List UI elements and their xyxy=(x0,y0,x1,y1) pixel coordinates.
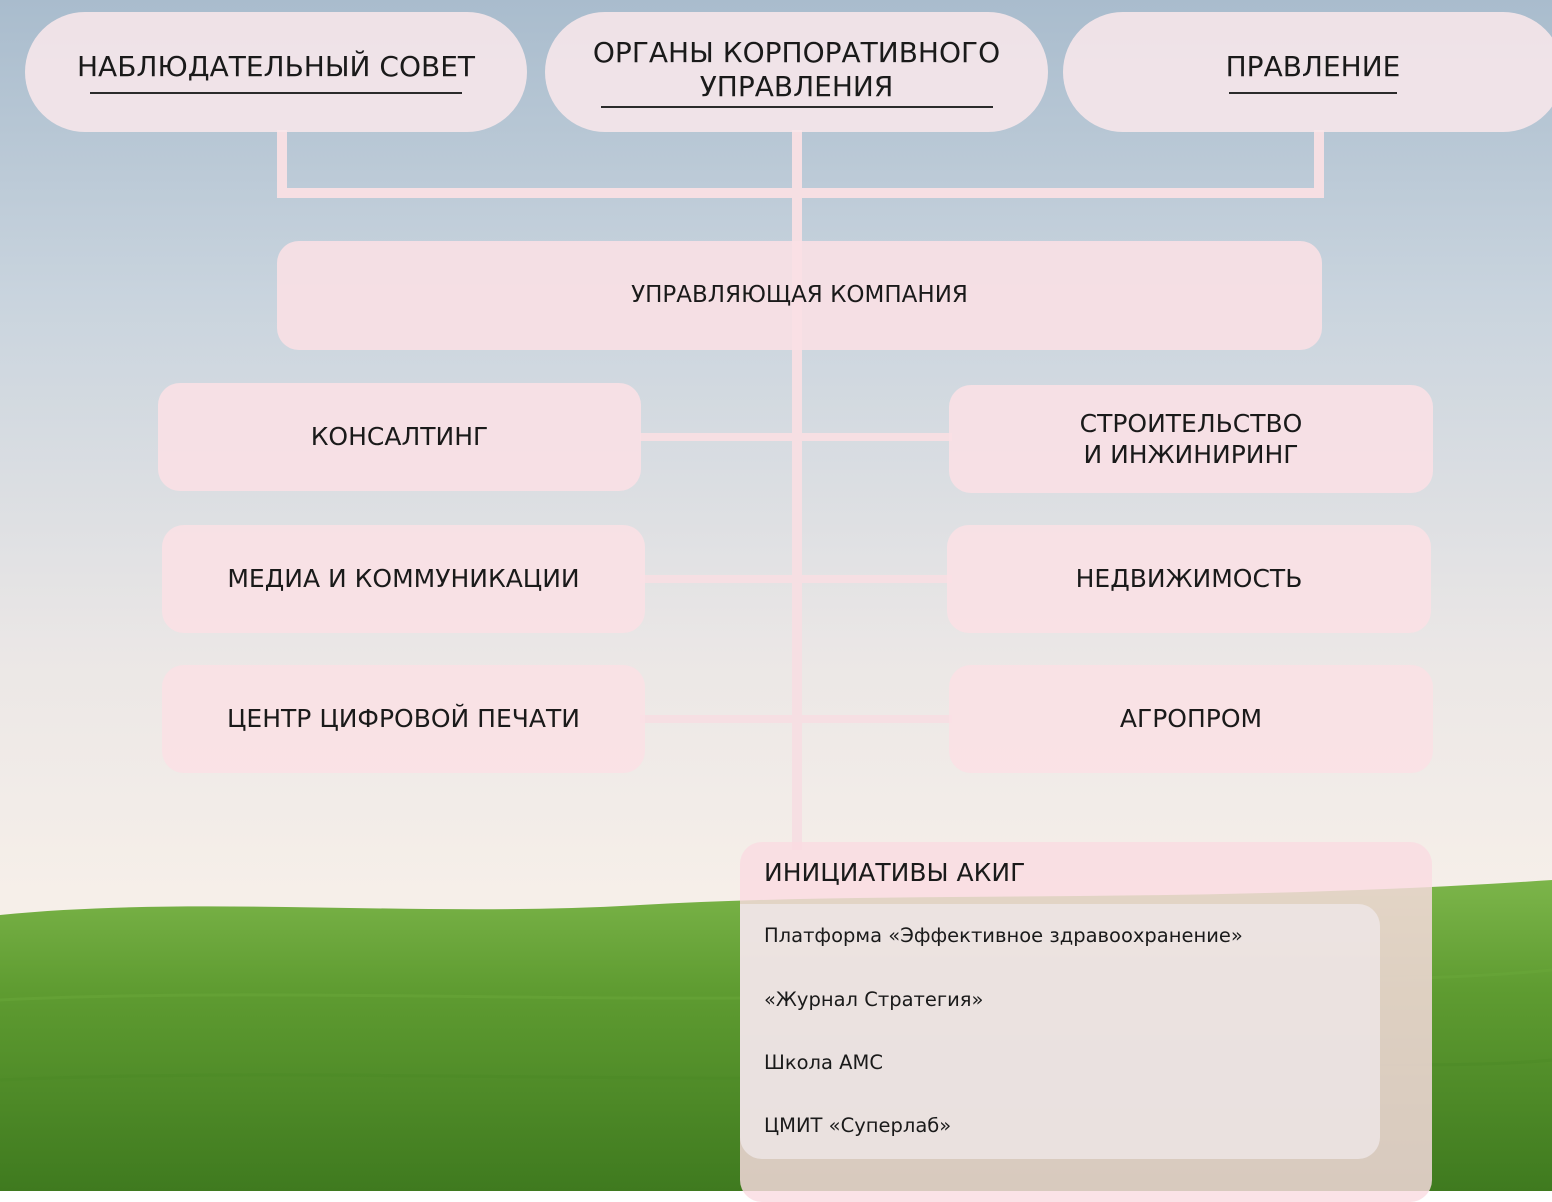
corporate-bodies-underline xyxy=(600,105,993,108)
initiatives-title: ИНИЦИАТИВЫ АКИГ xyxy=(764,858,1026,887)
division-label: ЦЕНТР ЦИФРОВОЙ ПЕЧАТИ xyxy=(227,704,580,734)
corporate-bodies-node: ОРГАНЫ КОРПОРАТИВНОГО УПРАВЛЕНИЯ xyxy=(545,12,1048,132)
division-label: КОНСАЛТИНГ xyxy=(310,422,489,452)
connector-branch-3 xyxy=(640,715,952,723)
division-consulting: КОНСАЛТИНГ xyxy=(158,383,641,491)
supervisory-board-underline xyxy=(90,91,462,94)
connector-trunk xyxy=(792,130,802,850)
connector-left-drop xyxy=(277,130,287,198)
connector-right-drop xyxy=(1314,130,1324,198)
initiatives-list: Платформа «Эффективное здравоохранение» … xyxy=(740,904,1380,1159)
supervisory-board-label: НАБЛЮДАТЕЛЬНЫЙ СОВЕТ xyxy=(77,50,475,84)
management-board-underline xyxy=(1229,91,1397,94)
division-media: МЕДИА И КОММУНИКАЦИИ xyxy=(162,525,645,633)
division-label: НЕДВИЖИМОСТЬ xyxy=(1075,564,1303,594)
division-label-line1: СТРОИТЕЛЬСТВО xyxy=(1079,408,1303,438)
division-label-line2: И ИНЖИНИРИНГ xyxy=(1083,440,1299,469)
corporate-bodies-label-line1: ОРГАНЫ КОРПОРАТИВНОГО xyxy=(592,36,1001,70)
corporate-bodies-label-line2: УПРАВЛЕНИЯ xyxy=(699,70,894,103)
management-board-node: ПРАВЛЕНИЕ xyxy=(1063,12,1552,132)
division-real-estate: НЕДВИЖИМОСТЬ xyxy=(947,525,1431,633)
division-label: АГРОПРОМ xyxy=(1119,704,1263,734)
connector-branch-2 xyxy=(640,575,952,583)
initiative-item: «Журнал Стратегия» xyxy=(764,988,984,1011)
initiative-item: Платформа «Эффективное здравоохранение» xyxy=(764,924,1243,947)
initiative-item: ЦМИТ «Суперлаб» xyxy=(764,1114,952,1137)
initiative-item: Школа АМС xyxy=(764,1051,883,1074)
division-agroprom: АГРОПРОМ xyxy=(949,665,1433,773)
supervisory-board-node: НАБЛЮДАТЕЛЬНЫЙ СОВЕТ xyxy=(25,12,527,132)
division-digital-printing: ЦЕНТР ЦИФРОВОЙ ПЕЧАТИ xyxy=(162,665,645,773)
management-board-label: ПРАВЛЕНИЕ xyxy=(1225,50,1401,84)
management-company-node: УПРАВЛЯЮЩАЯ КОМПАНИЯ xyxy=(277,241,1322,350)
connector-branch-1 xyxy=(640,433,952,441)
division-construction: СТРОИТЕЛЬСТВО И ИНЖИНИРИНГ xyxy=(949,385,1433,493)
initiatives-panel: ИНИЦИАТИВЫ АКИГ Платформа «Эффективное з… xyxy=(740,842,1432,1202)
management-company-label: УПРАВЛЯЮЩАЯ КОМПАНИЯ xyxy=(631,282,968,309)
division-label: МЕДИА И КОММУНИКАЦИИ xyxy=(227,564,580,594)
